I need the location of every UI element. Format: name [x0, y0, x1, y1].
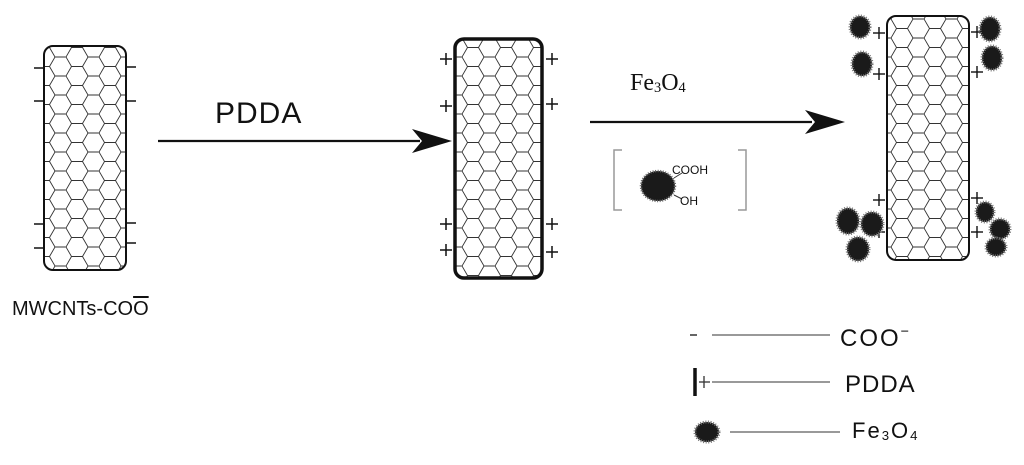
- fe3o4-particle: [988, 217, 1012, 241]
- fe3o4-particles-attached: [835, 14, 1012, 263]
- step2-reagent-label: Fe3O4: [630, 70, 686, 96]
- legend-fe3o4-particle: [693, 420, 721, 444]
- fe3o4-particle-functionalized: [639, 169, 683, 203]
- nanotube-fe3o4-decorated: [835, 14, 1012, 263]
- fe3o4-particle: [845, 235, 871, 263]
- coo-marks: [34, 66, 136, 249]
- legend-coo-label: COO−: [840, 324, 912, 352]
- oh-group-label: OH: [680, 194, 698, 208]
- pdda-plus-marks: [440, 53, 558, 258]
- fe3o4-particle: [859, 210, 885, 238]
- arrow-step-1: [158, 129, 452, 153]
- arrow-step-2: [590, 110, 845, 134]
- fe3o4-particle: [974, 200, 996, 224]
- nanotube-pdda-coated: [440, 37, 558, 280]
- fe3o4-particle: [980, 44, 1004, 72]
- functionalized-particle-bracket: [613, 149, 747, 211]
- legend: [690, 334, 840, 444]
- fe3o4-particle: [850, 50, 874, 78]
- fe3o4-particle: [984, 236, 1008, 258]
- fe3o4-particle: [848, 14, 872, 40]
- nanotube-carboxylated: [34, 45, 136, 271]
- step1-reagent-label: PDDA: [215, 97, 303, 130]
- fe3o4-particle: [835, 206, 861, 236]
- legend-pdda-label: PDDA: [845, 371, 916, 398]
- legend-fe3o4-label: Fe3O4: [852, 418, 920, 443]
- fe3o4-particle: [978, 15, 1002, 43]
- starting-material-label: MWCNTs-COO: [12, 298, 149, 320]
- cooh-group-label: COOH: [672, 163, 708, 177]
